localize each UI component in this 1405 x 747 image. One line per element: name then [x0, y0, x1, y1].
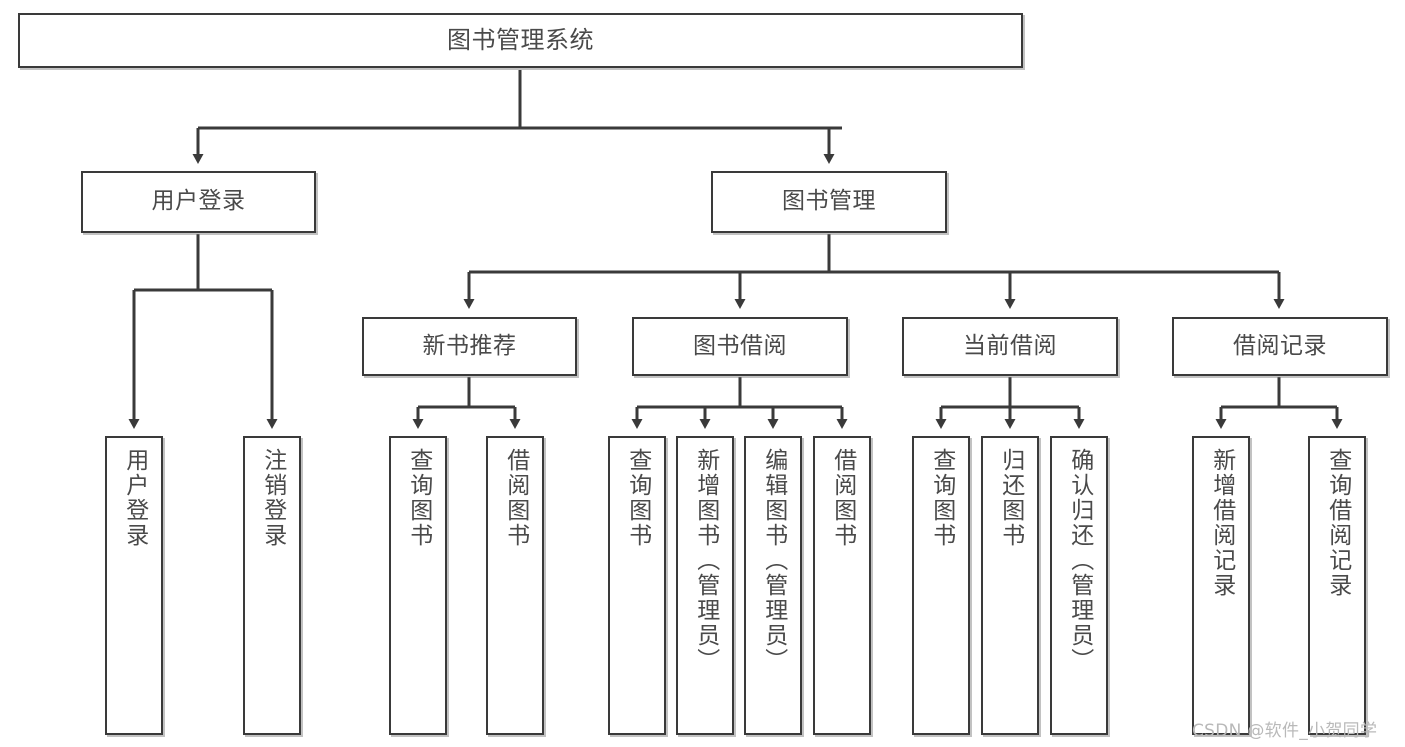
node-leaf-user-login-label: 用户登录 — [121, 448, 148, 548]
node-book-manage[interactable]: 图书管理 — [711, 171, 947, 233]
node-book-borrow[interactable]: 图书借阅 — [632, 317, 848, 376]
node-leaf-return-book[interactable]: 归还图书 — [981, 436, 1039, 735]
node-leaf-query-book-2-label: 查询图书 — [624, 448, 651, 548]
node-user-login[interactable]: 用户登录 — [81, 171, 316, 233]
node-leaf-return-book-label: 归还图书 — [997, 448, 1024, 548]
node-current-borrow[interactable]: 当前借阅 — [902, 317, 1118, 376]
node-root[interactable]: 图书管理系统 — [18, 13, 1023, 68]
node-leaf-add-record[interactable]: 新增借阅记录 — [1192, 436, 1250, 735]
node-borrow-record[interactable]: 借阅记录 — [1172, 317, 1388, 376]
node-leaf-borrow-book-1[interactable]: 借阅图书 — [486, 436, 544, 735]
node-leaf-query-book-2[interactable]: 查询图书 — [608, 436, 666, 735]
node-leaf-edit-book-label: 编辑图书（管理员） — [760, 448, 787, 673]
node-book-borrow-label: 图书借阅 — [693, 332, 787, 359]
node-new-book-recommend-label: 新书推荐 — [422, 332, 517, 359]
node-user-login-label: 用户登录 — [151, 188, 246, 215]
node-leaf-user-login[interactable]: 用户登录 — [105, 436, 163, 735]
node-borrow-record-label: 借阅记录 — [1233, 332, 1327, 359]
node-leaf-borrow-book-2[interactable]: 借阅图书 — [813, 436, 871, 735]
node-leaf-query-book-3-label: 查询图书 — [928, 448, 955, 548]
node-leaf-logout-login[interactable]: 注销登录 — [243, 436, 301, 735]
node-book-manage-label: 图书管理 — [782, 188, 876, 215]
node-leaf-edit-book[interactable]: 编辑图书（管理员） — [744, 436, 802, 735]
node-leaf-confirm-return[interactable]: 确认归还（管理员） — [1050, 436, 1108, 735]
node-leaf-query-record[interactable]: 查询借阅记录 — [1308, 436, 1366, 735]
node-leaf-query-record-label: 查询借阅记录 — [1324, 448, 1351, 598]
node-leaf-logout-login-label: 注销登录 — [259, 448, 286, 548]
node-leaf-borrow-book-2-label: 借阅图书 — [829, 448, 856, 548]
node-leaf-add-book[interactable]: 新增图书（管理员） — [676, 436, 734, 735]
node-leaf-confirm-return-label: 确认归还（管理员） — [1066, 448, 1093, 673]
node-leaf-add-book-label: 新增图书（管理员） — [692, 448, 719, 673]
csdn-watermark: CSDN @软件_小贺同学 — [1192, 721, 1378, 741]
node-leaf-query-book-1[interactable]: 查询图书 — [389, 436, 447, 735]
node-leaf-query-book-1-label: 查询图书 — [405, 448, 432, 548]
node-leaf-add-record-label: 新增借阅记录 — [1208, 448, 1235, 598]
node-leaf-query-book-3[interactable]: 查询图书 — [912, 436, 970, 735]
node-leaf-borrow-book-1-label: 借阅图书 — [502, 448, 529, 548]
node-root-label: 图书管理系统 — [447, 26, 594, 55]
node-current-borrow-label: 当前借阅 — [963, 332, 1057, 359]
node-new-book-recommend[interactable]: 新书推荐 — [362, 317, 577, 376]
